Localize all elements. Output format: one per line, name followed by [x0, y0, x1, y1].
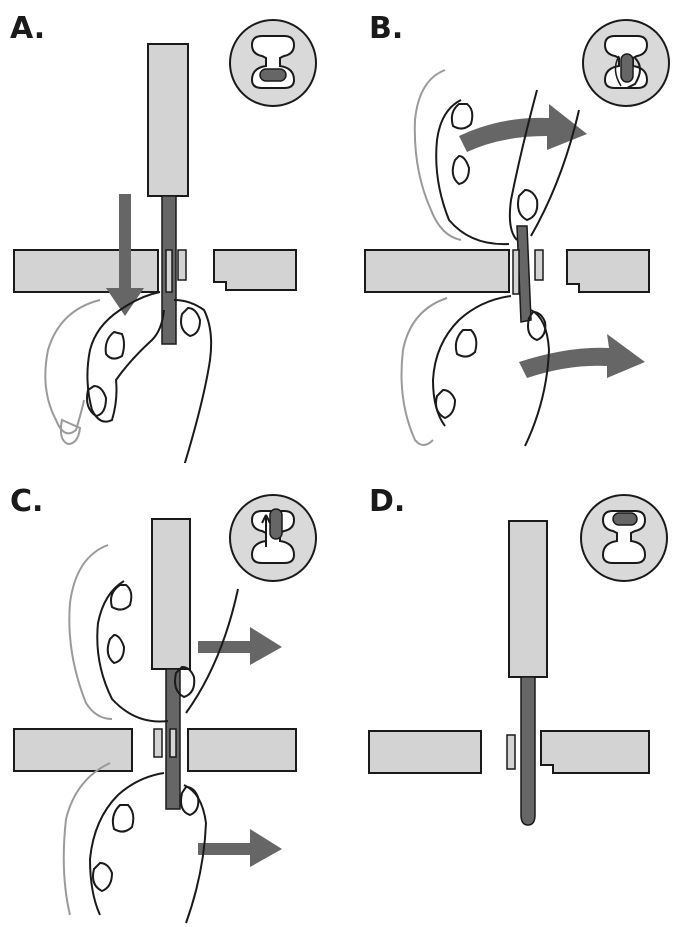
wall-right — [214, 250, 296, 290]
hand — [87, 292, 211, 463]
panel-d: D. — [341, 463, 682, 926]
inset-circle-c — [230, 495, 316, 581]
arrow-pull-bottom — [198, 829, 282, 867]
panel-a-illustration — [0, 0, 341, 463]
panel-b-illustration — [341, 0, 682, 463]
panel-d-illustration — [341, 463, 682, 926]
inset-circle-a — [230, 20, 316, 106]
tube-upper — [148, 44, 188, 196]
panel-c: C. — [0, 463, 341, 926]
wall-right — [188, 729, 296, 771]
inset-circle-b — [583, 20, 669, 106]
panel-b: B. — [341, 0, 682, 463]
catheter — [521, 677, 535, 825]
wall-left — [365, 250, 509, 292]
wall-left — [14, 250, 158, 292]
wall-left — [14, 729, 132, 771]
wall-right — [567, 250, 649, 292]
inset-circle-d — [581, 495, 667, 581]
panel-c-illustration — [0, 463, 341, 926]
wall-left — [369, 731, 481, 773]
tube-upper — [509, 521, 547, 677]
hand-lower — [90, 773, 206, 923]
tube-upper — [152, 519, 190, 669]
panel-a: A. — [0, 0, 341, 463]
arrow-pull-top — [198, 627, 282, 665]
wall-right — [541, 731, 649, 773]
